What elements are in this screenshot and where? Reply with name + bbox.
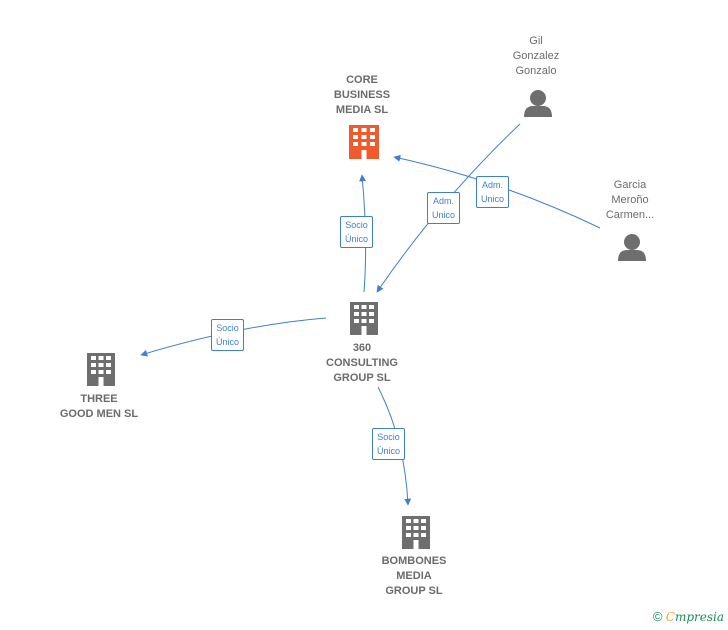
- building-icon[interactable]: [350, 302, 378, 335]
- footer-brand: © Cmpresia: [653, 609, 724, 624]
- building-icon[interactable]: [349, 125, 379, 159]
- copyright-symbol: ©: [652, 609, 663, 624]
- building-icon[interactable]: [402, 516, 430, 549]
- edge-label-adm-unico: Adm. Unico: [427, 192, 461, 224]
- edge-label-adm-unico: Adm. Unico: [476, 176, 510, 208]
- node-label-garcia-merono-carmen[interactable]: Garcia Meroño Carmen...: [605, 179, 655, 221]
- node-label-core-business-media[interactable]: CORE BUSINESS MEDIA SL: [333, 74, 391, 116]
- edge-label-socio-unico: Socio Único: [340, 216, 374, 248]
- node-label-gil-gonzalez-gonzalo[interactable]: Gil Gonzalez Gonzalo: [512, 35, 560, 77]
- node-label-three-good-men[interactable]: THREE GOOD MEN SL: [59, 393, 139, 420]
- brand-name: mpresia: [674, 610, 724, 624]
- edge-label-socio-unico: Socio Único: [211, 319, 245, 351]
- person-icon[interactable]: [524, 90, 552, 117]
- brand-initial: C: [665, 610, 675, 624]
- edge-label-socio-unico: Socio Único: [372, 428, 406, 460]
- person-icon[interactable]: [618, 234, 646, 261]
- building-icon[interactable]: [87, 353, 115, 386]
- node-label-bombones-media-group[interactable]: BOMBONES MEDIA GROUP SL: [381, 555, 447, 597]
- node-label-360-consulting-group[interactable]: 360 CONSULTING GROUP SL: [326, 342, 398, 384]
